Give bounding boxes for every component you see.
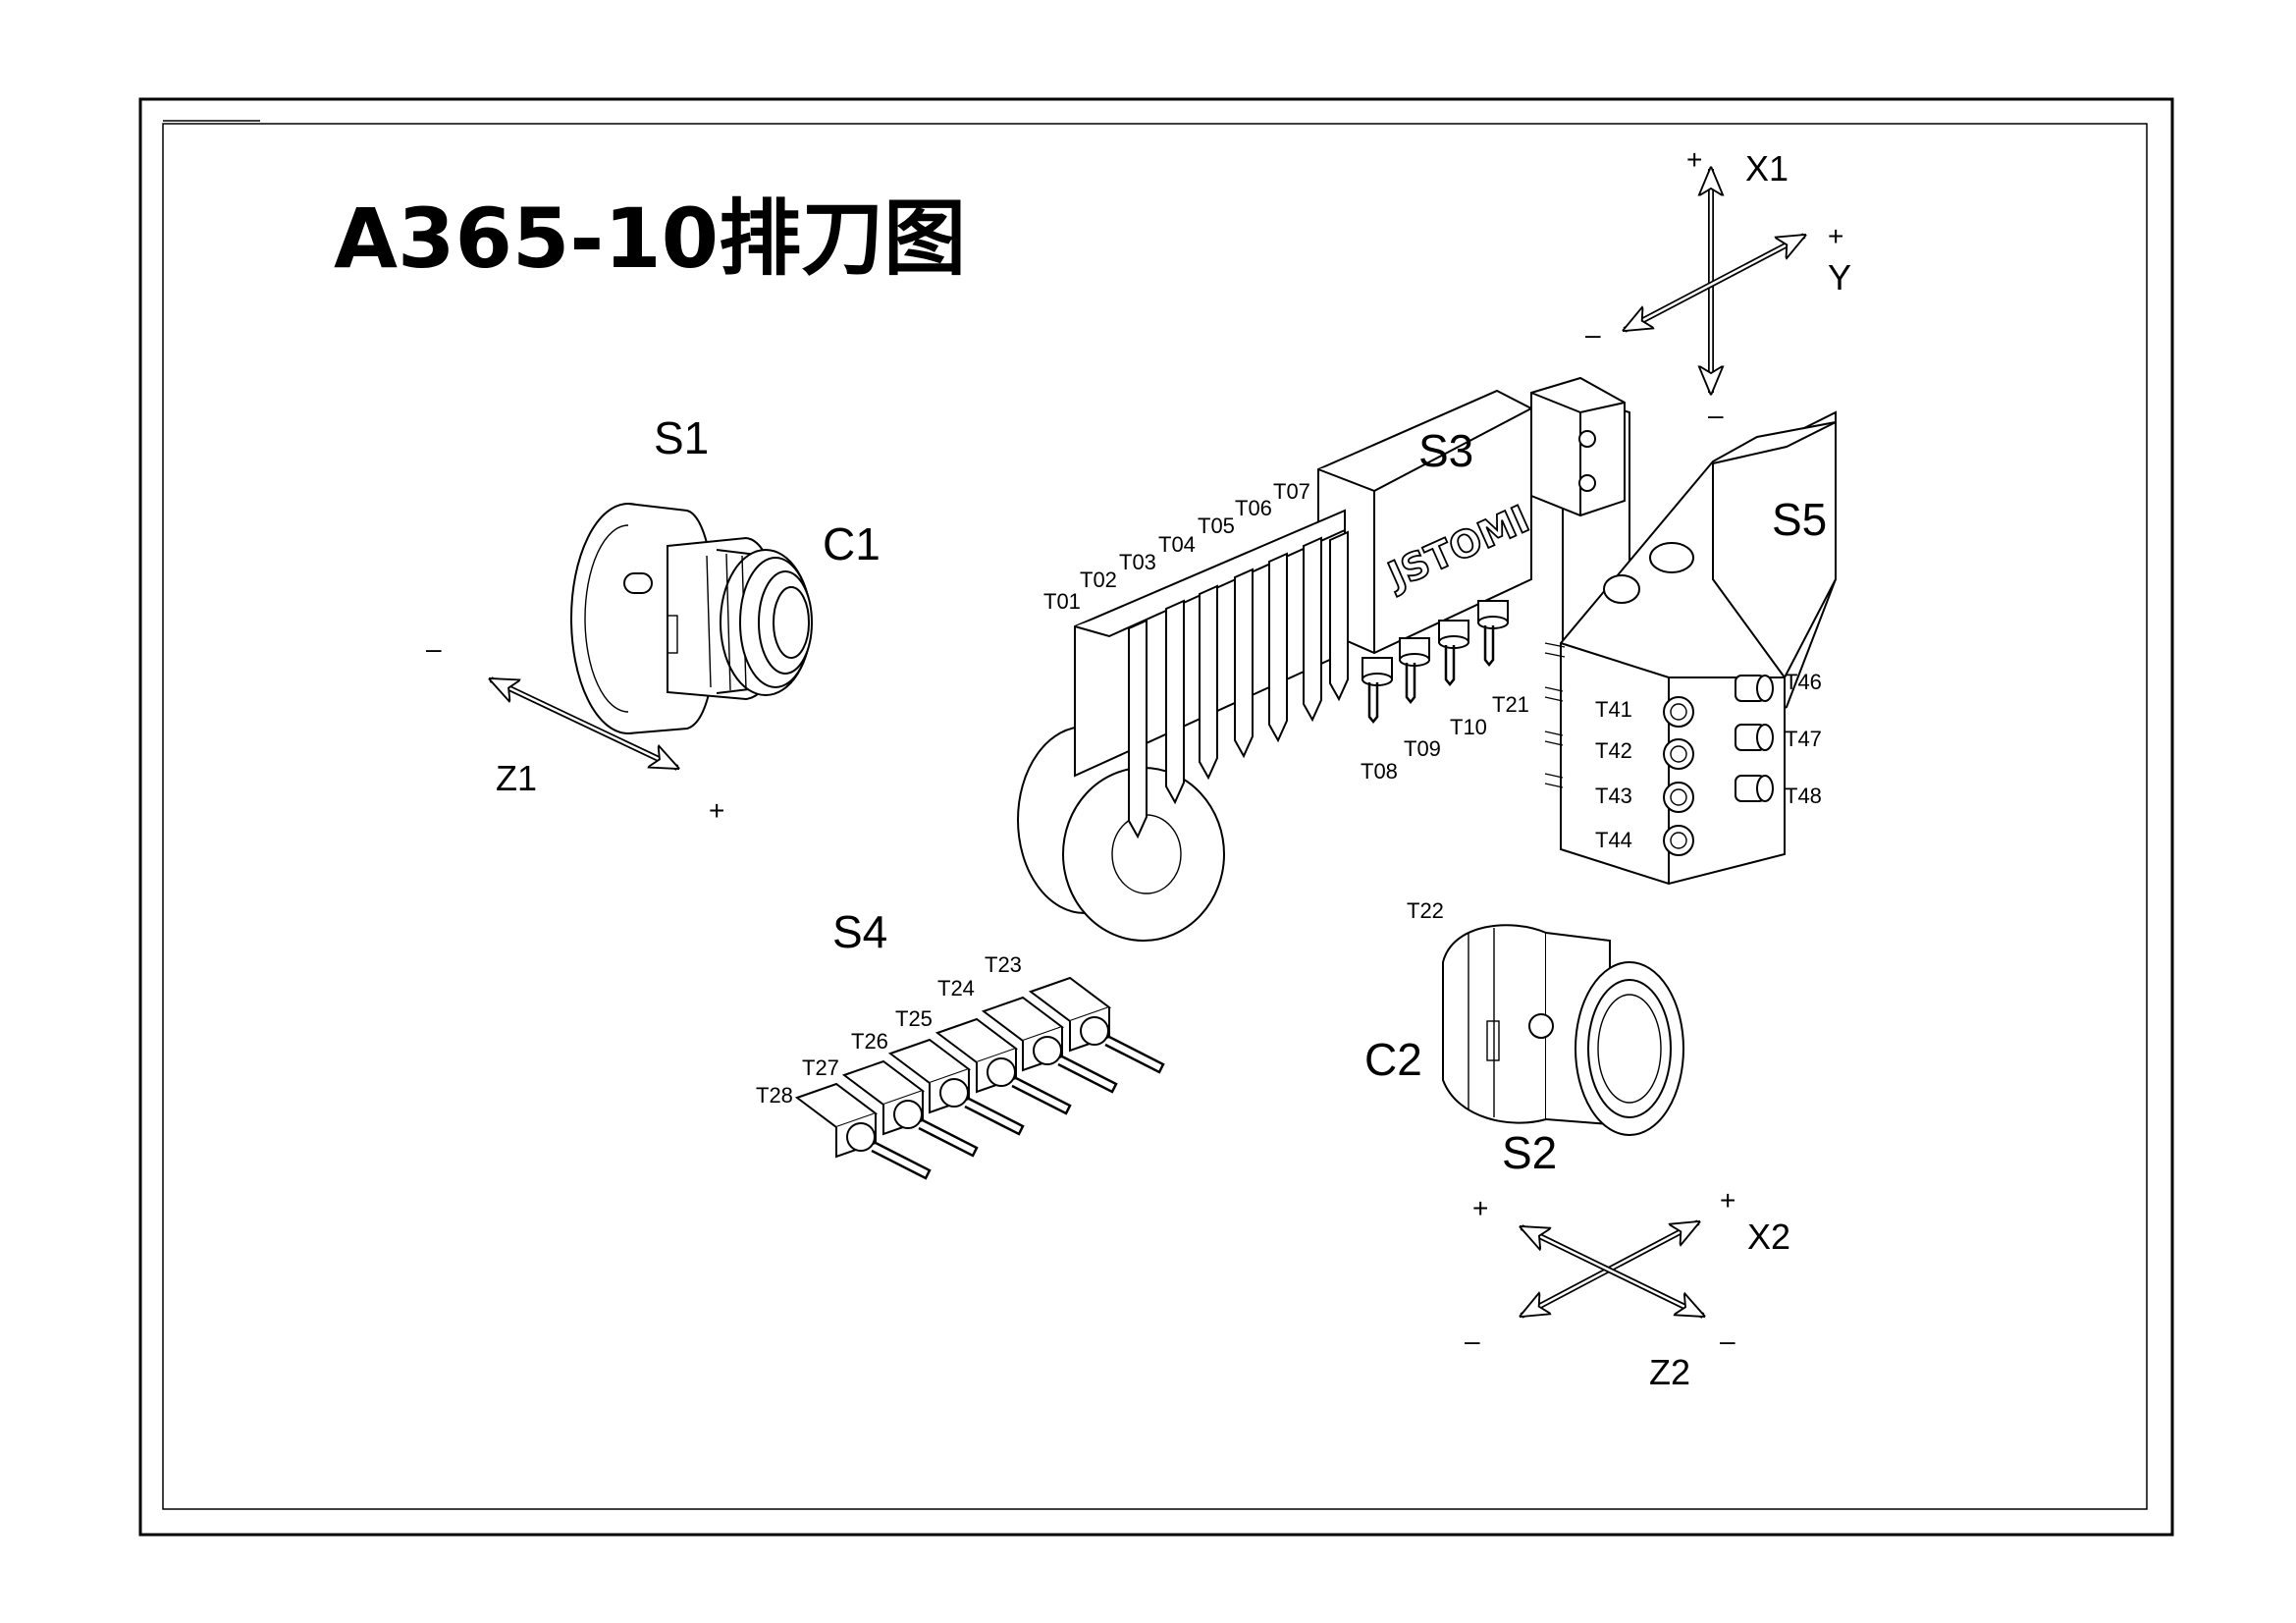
tool-label-t06: T06 <box>1235 496 1272 520</box>
collet-label-c2: C2 <box>1364 1034 1422 1085</box>
x1-plus: + <box>1686 144 1702 175</box>
z2-plus: + <box>1472 1193 1488 1223</box>
z1-minus: – <box>426 633 442 664</box>
x1-y-axis-indicator <box>1625 169 1804 393</box>
station-s4-drills <box>794 976 1165 1180</box>
tool-label-t28: T28 <box>756 1083 793 1108</box>
station-label-s2: S2 <box>1502 1127 1557 1178</box>
tool-label-t04: T04 <box>1158 532 1196 557</box>
tool-label-t23: T23 <box>985 952 1022 977</box>
tool-label-t41: T41 <box>1595 697 1632 722</box>
drawing-title: A365-10排刀图 <box>334 190 966 287</box>
station-label-s4: S4 <box>832 906 887 957</box>
tool-label-t42: T42 <box>1595 738 1632 763</box>
sub-spindle-s2 <box>1442 924 1684 1136</box>
x2-label: X2 <box>1747 1217 1790 1257</box>
station-s5-block <box>1544 391 1837 886</box>
z2-minus: – <box>1720 1325 1735 1356</box>
tool-label-t47: T47 <box>1785 727 1822 751</box>
z1-axis-indicator <box>491 676 677 771</box>
gang-tool-plate <box>1017 509 1349 942</box>
x1-minus: – <box>1708 400 1724 430</box>
x2-minus: – <box>1465 1325 1480 1356</box>
x2-z2-axis-indicator <box>1522 1219 1703 1319</box>
tool-label-t21: T21 <box>1492 692 1529 717</box>
tool-label-t10: T10 <box>1450 715 1487 739</box>
z2-label: Z2 <box>1649 1352 1690 1392</box>
z1-plus: + <box>709 795 724 826</box>
tool-label-t09: T09 <box>1404 736 1441 761</box>
tool-label-t27: T27 <box>802 1055 839 1080</box>
station-label-s5: S5 <box>1772 494 1827 545</box>
tool-label-t03: T03 <box>1119 550 1156 574</box>
x1-label: X1 <box>1745 148 1789 189</box>
station-label-s1: S1 <box>654 412 709 463</box>
z1-label: Z1 <box>496 758 537 798</box>
tool-label-t08: T08 <box>1361 759 1398 784</box>
y-minus: – <box>1585 319 1601 350</box>
tool-label-t46: T46 <box>1785 670 1822 694</box>
x2-plus: + <box>1720 1185 1735 1216</box>
tool-label-t44: T44 <box>1595 828 1632 852</box>
tool-label-t01: T01 <box>1043 589 1081 614</box>
y-plus: + <box>1828 221 1843 251</box>
station-label-s3: S3 <box>1418 425 1473 476</box>
drawing-frame <box>138 97 2174 1537</box>
tool-label-t02: T02 <box>1080 568 1117 592</box>
tool-label-t48: T48 <box>1785 784 1822 808</box>
tool-label-t43: T43 <box>1595 784 1632 808</box>
y-label: Y <box>1828 257 1851 298</box>
tool-label-t24: T24 <box>937 976 975 1001</box>
main-spindle-s1 <box>570 503 813 734</box>
collet-label-c1: C1 <box>823 518 881 569</box>
tool-label-t25: T25 <box>895 1006 933 1031</box>
tool-label-t05: T05 <box>1198 514 1235 538</box>
tool-label-t22: T22 <box>1407 898 1444 923</box>
tool-label-t26: T26 <box>851 1029 888 1054</box>
tool-label-t07: T07 <box>1273 479 1310 504</box>
